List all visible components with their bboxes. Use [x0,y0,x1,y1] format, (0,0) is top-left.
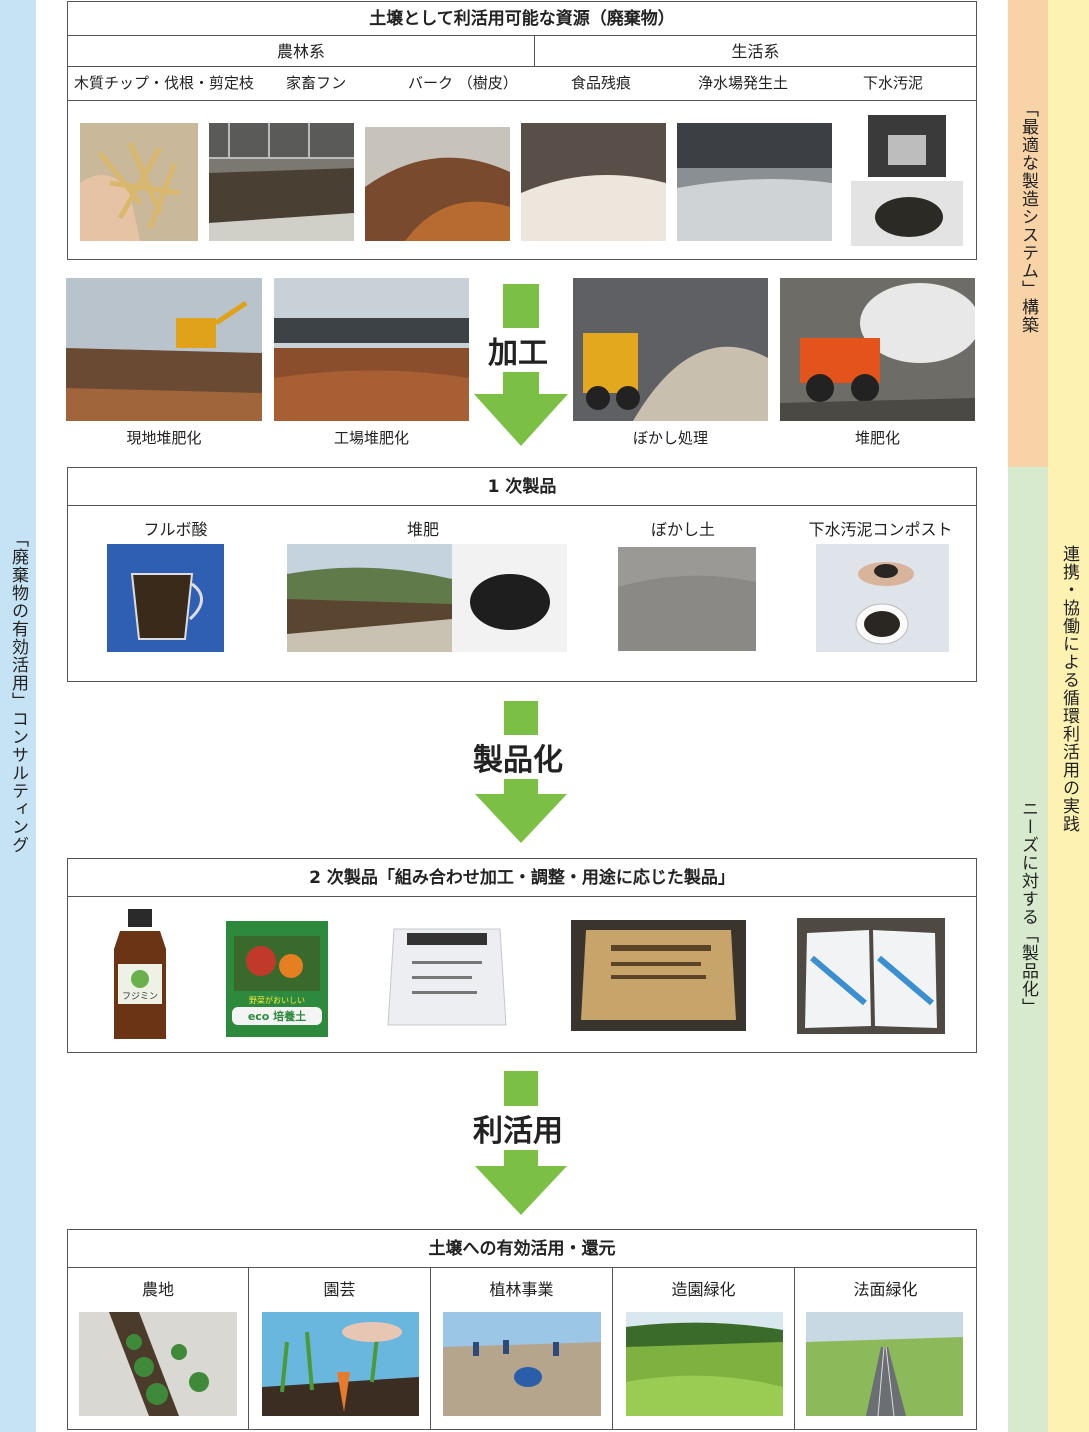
photo-sludge-bottom [851,181,963,246]
photo-afforestation [443,1312,601,1416]
caption-factory: 工場堆肥化 [333,429,409,447]
use-label-gardening: 園芸 [323,1280,356,1299]
use-col-slope-greening: 法面緑化 [795,1268,976,1430]
photo-bark [365,127,510,241]
photo-factory-composting [274,278,469,421]
use-label-farmland: 農地 [141,1280,174,1299]
photo-bokashi-soil [618,547,756,651]
right-top-vertical-label: 「最適な製造システム」構築 [1018,100,1038,334]
photo-slope-greening [806,1312,963,1416]
use-col-farmland: 農地 [68,1268,249,1430]
primary-products-box: 1 次製品 フルボ酸 堆肥 ぼかし土 下水汚泥コンポスト [67,467,977,682]
photo-onsite-composting [66,278,262,421]
right-band-green [1008,467,1048,1432]
photo-bag-pair [797,918,945,1034]
caption-onsite: 現地堆肥化 [126,429,202,447]
photo-livestock-manure [209,123,354,241]
bag-label: eco 培養土 [248,1009,306,1023]
photo-landscaping [626,1312,783,1416]
left-vertical-label: 「廃棄物の有効活用」コンサルティング [8,530,28,854]
caption-bokashi: ぼかし処理 [632,429,708,447]
resource-label-sludge: 下水汚泥 [863,74,924,92]
photo-compost-pile [452,544,567,652]
label-productization: 製品化 [473,735,563,779]
resource-label-water-soil: 浄水場発生土 [698,74,789,92]
use-col-landscaping: 造園緑化 [613,1268,795,1430]
bottle-label: フジミン [122,992,158,1002]
left-band [0,0,36,1432]
use-label-afforestation: 植林事業 [489,1280,554,1299]
right-bottom-vertical-label: ニーズに対する「製品化」 [1018,800,1038,1016]
photo-bottle-product: フジミン [110,909,170,1044]
photo-food-residue [521,123,666,241]
group-life: 生活系 [731,42,780,61]
resource-label-manure: 家畜フン [286,74,347,92]
secondary-title: 2 次製品「組み合わせ加工・調整・用途に応じた製品」 [68,859,976,897]
primary-label-sludge-compost: 下水汚泥コンポスト [808,520,953,539]
photo-bokashi-process [573,278,768,421]
group-agri: 農林系 [68,36,535,66]
photo-eco-soil-bag: 野菜がおいしい eco 培養土 [226,921,328,1037]
secondary-products-box: 2 次製品「組み合わせ加工・調整・用途に応じた製品」 フジミン 野菜がおいしい … [67,858,977,1053]
resources-box: 土壌として利活用可能な資源（廃棄物） 農林系 生活系 木質チップ・伐根・剪定枝 … [67,1,977,260]
resource-label-wood: 木質チップ・伐根・剪定枝 [74,74,255,92]
right-far-vertical-label: 連携・協働による循環利活用の実践 [1059,545,1079,833]
photo-white-bag [382,921,512,1033]
caption-composting: 堆肥化 [854,429,900,447]
label-utilization: 利活用 [473,1106,563,1150]
primary-label-fulvic: フルボ酸 [143,520,208,539]
label-processing: 加工 [488,328,548,372]
soil-title: 土壌への有効活用・還元 [68,1230,976,1268]
right-band-yellow [1048,0,1089,1432]
use-col-gardening: 園芸 [249,1268,431,1430]
photo-flexible-container [571,920,746,1031]
bag-sub-label: 野菜がおいしい [249,995,305,1005]
use-label-slope-greening: 法面緑化 [853,1280,918,1299]
primary-label-bokashi-soil: ぼかし土 [650,520,715,539]
use-col-afforestation: 植林事業 [431,1268,613,1430]
primary-label-compost: 堆肥 [406,520,439,539]
resource-label-food: 食品残痕 [571,74,632,92]
photo-water-plant-soil [677,123,832,241]
photo-compost-field [287,544,452,652]
soil-use-box: 土壌への有効活用・還元 農地 園芸 [67,1229,977,1430]
photo-wood-chips [80,123,198,241]
photo-gardening [262,1312,419,1416]
photo-farmland [79,1312,237,1416]
photo-sludge-top [868,115,946,177]
photo-sludge-compost [816,544,949,652]
resources-title: 土壌として利活用可能な資源（廃棄物） [68,2,976,36]
resource-label-bark: バーク （樹皮） [408,74,518,92]
photo-composting-loader [780,278,975,421]
primary-title: 1 次製品 [68,468,976,506]
use-label-landscaping: 造園緑化 [671,1280,736,1299]
photo-fulvic-acid [107,544,224,652]
right-band-orange [1008,0,1048,467]
